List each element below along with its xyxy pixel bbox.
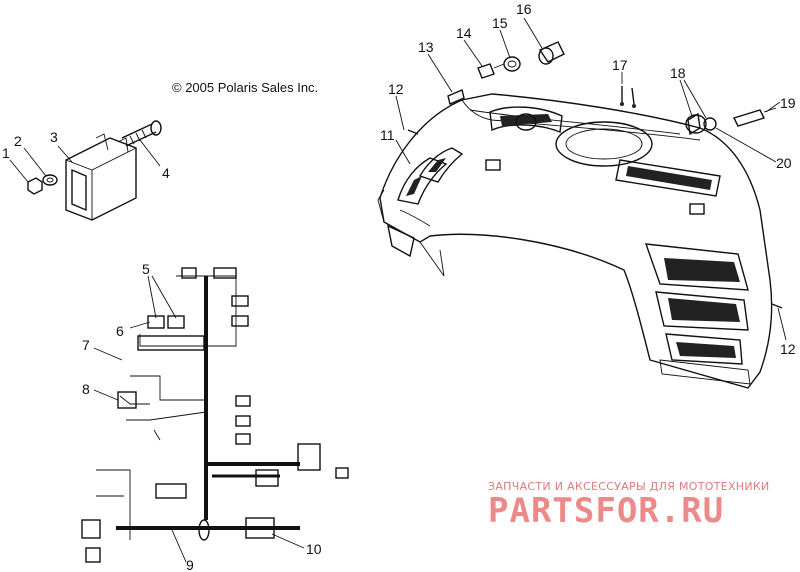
callout-16: 16 [516,1,532,17]
callout-8: 8 [82,381,90,397]
wiring-harness [81,267,349,563]
dash-pod-assembly [377,41,783,389]
regulator-assembly [27,120,162,221]
callout-2: 2 [14,133,22,149]
callout-1: 1 [2,145,10,161]
callout-13: 13 [418,39,434,55]
callout-17: 17 [612,57,628,73]
callout-14: 14 [456,25,472,41]
callout-12-bottom: 12 [780,341,796,357]
copyright-text: © 2005 Polaris Sales Inc. [172,80,318,95]
callout-20: 20 [776,155,792,171]
callout-19: 19 [780,95,796,111]
callout-4: 4 [162,165,170,181]
watermark: ЗАПЧАСТИ И АКСЕССУАРЫ ДЛЯ МОТОТЕХНИКИ PA… [488,480,770,531]
callout-6: 6 [116,323,124,339]
callout-3: 3 [50,129,58,145]
callout-5: 5 [142,261,150,277]
callout-7: 7 [82,337,90,353]
watermark-tagline: ЗАПЧАСТИ И АКСЕССУАРЫ ДЛЯ МОТОТЕХНИКИ [488,480,770,493]
callout-15: 15 [492,15,508,31]
leader-lines [9,17,787,563]
watermark-logo: PARTSFOR.RU [488,491,724,531]
callout-9: 9 [186,557,194,572]
callout-10: 10 [306,541,322,557]
callout-18: 18 [670,65,686,81]
callout-12-top: 12 [388,81,404,97]
callout-11: 11 [380,127,395,143]
